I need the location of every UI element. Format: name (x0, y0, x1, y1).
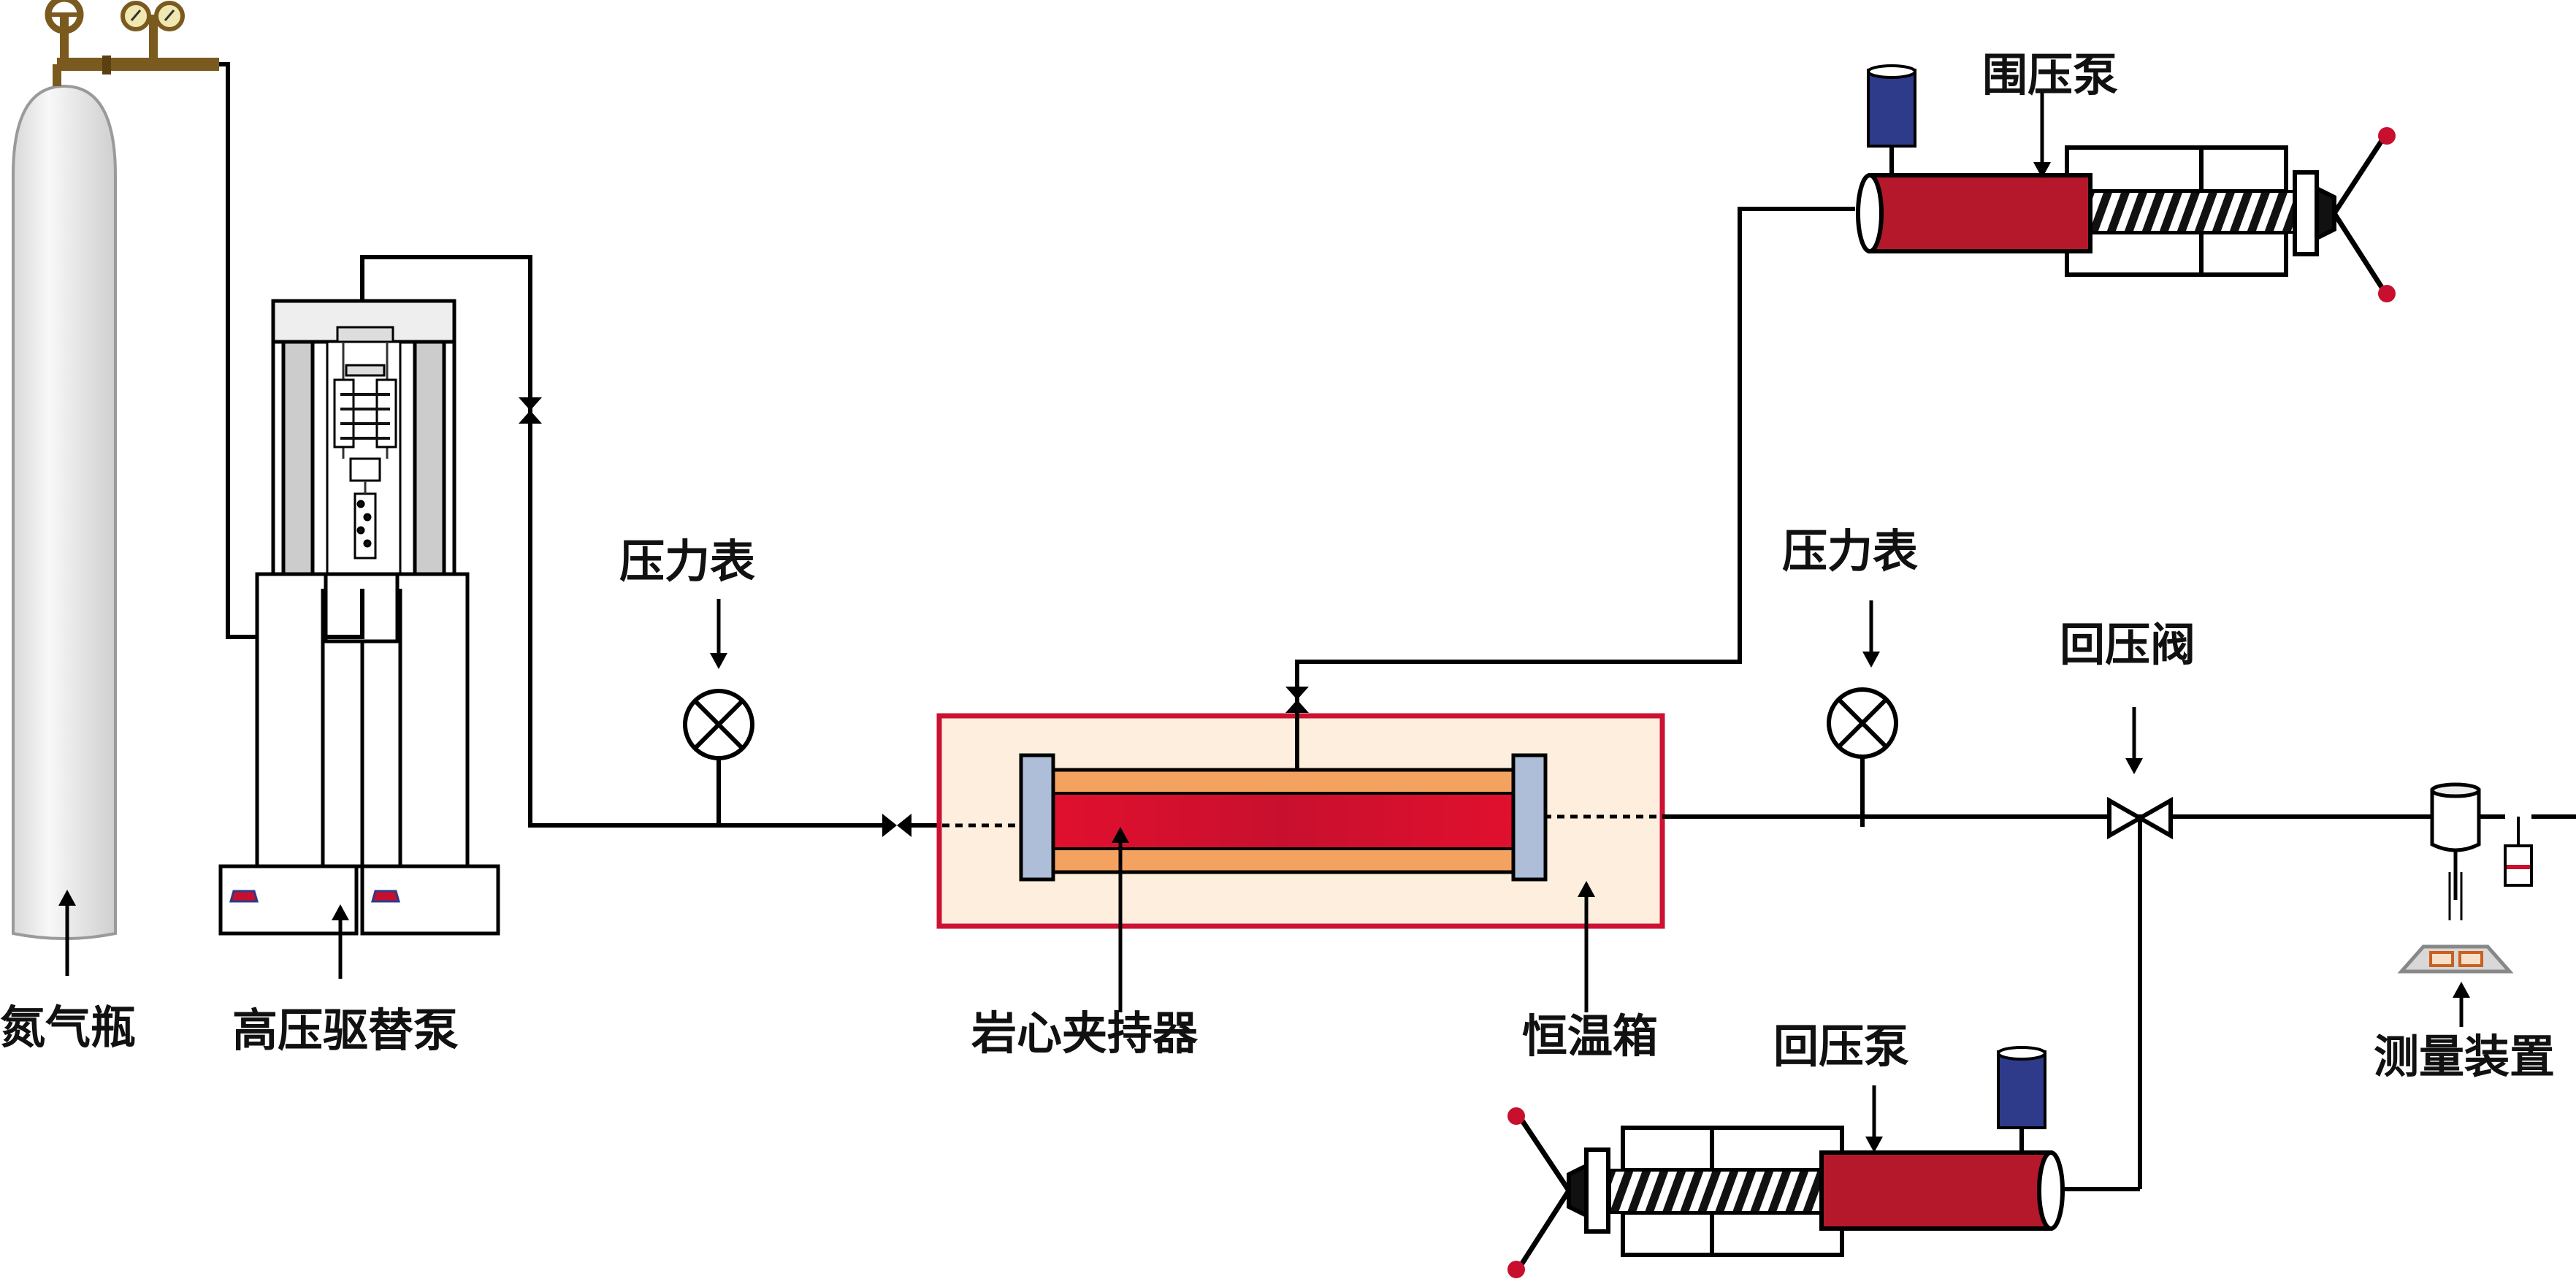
core-holder (942, 698, 1662, 882)
label-pressure-gauge-2: 压力表 (1782, 524, 1918, 578)
label-high-pressure-pump: 高压驱替泵 (232, 1004, 459, 1057)
handle-knob-icon (2378, 285, 2396, 302)
label-confining-pump: 围压泵 (1982, 48, 2118, 102)
high-pressure-pump (218, 299, 500, 936)
pump-indicator-right-icon (371, 890, 400, 903)
confining-line (1295, 207, 1855, 698)
valve-upper-icon (519, 397, 542, 424)
cylinder-handwheel-icon (45, 0, 84, 64)
pressure-gauge-1-icon (683, 689, 754, 825)
label-core-holder: 岩心夹持器 (971, 1007, 1199, 1060)
label-back-pressure-pump: 回压泵 (1773, 1020, 1909, 1073)
regulator-gauges-icon (121, 1, 185, 64)
pointer-arrows (65, 840, 1589, 1012)
pump-outlet-line (326, 255, 882, 828)
handle-knob-icon (2378, 127, 2396, 145)
back-pressure-pump (1507, 1046, 2065, 1278)
nitrogen-cylinder (12, 0, 219, 940)
measuring-device (2397, 782, 2576, 974)
handle-knob-icon (1507, 1107, 1525, 1125)
label-pressure-gauge-1: 压力表 (619, 535, 755, 588)
handle-knob-icon (1507, 1261, 1525, 1278)
pump-indicator-left-icon (229, 890, 259, 903)
back-pressure-valve-icon (2063, 796, 2173, 1191)
label-nitrogen-cylinder: 氮气瓶 (0, 1001, 136, 1054)
confining-pump (1856, 64, 2396, 302)
label-measuring-device: 测量装置 (2374, 1030, 2555, 1083)
pressure-gauge-2-icon (1827, 687, 1898, 827)
gas-line (219, 62, 263, 639)
inlet-valve-icon (882, 814, 942, 837)
cylinder-body (12, 84, 117, 940)
valve-confining-icon (1285, 687, 1309, 713)
label-back-pressure-valve: 回压阀 (2060, 618, 2195, 671)
label-thermostat: 恒温箱 (1522, 1009, 1658, 1063)
pump-piston-assembly (333, 326, 397, 560)
